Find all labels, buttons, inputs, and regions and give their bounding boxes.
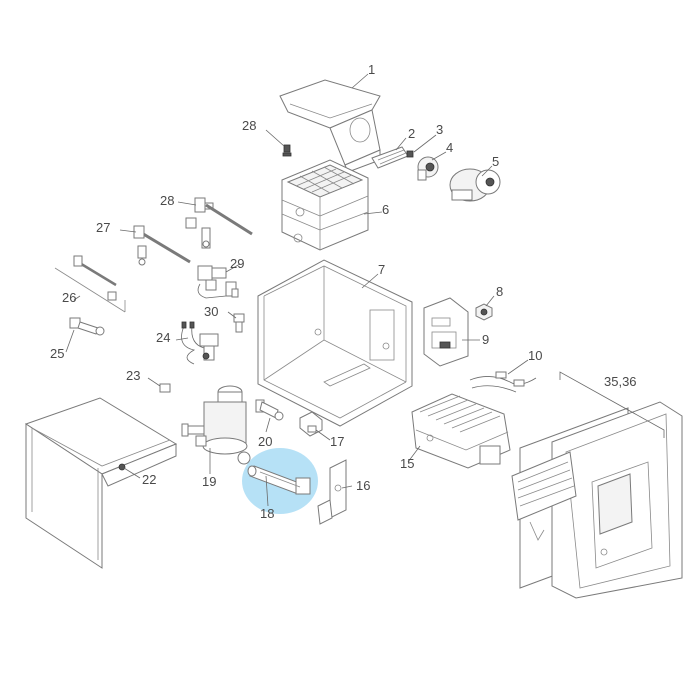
label-2: 2 (408, 126, 415, 141)
part-5-fan-motor[interactable] (449, 168, 501, 202)
part-20-fitting[interactable] (255, 399, 284, 421)
part-9-control-board[interactable] (423, 297, 469, 367)
label-17: 17 (330, 434, 344, 449)
part-labels: 1 2 3 4 5 28 28 6 27 29 7 8 26 30 9 24 1… (50, 62, 637, 521)
part-4-sensor[interactable] (417, 156, 439, 181)
label-23: 23 (126, 368, 140, 383)
label-6: 6 (382, 202, 389, 217)
label-7: 7 (378, 262, 385, 277)
part-8-nut[interactable] (475, 303, 493, 321)
part-6-heat-exchanger[interactable] (281, 159, 369, 251)
part-15-burner[interactable] (411, 393, 511, 469)
part-27-pipe[interactable] (133, 225, 191, 266)
label-28-top: 28 (242, 118, 256, 133)
label-15: 15 (400, 456, 414, 471)
label-28-mid: 28 (160, 193, 174, 208)
part-22-casing[interactable] (24, 397, 178, 569)
part-26-pipe[interactable] (54, 255, 126, 313)
part-10-wire-harness[interactable] (469, 371, 537, 393)
label-9: 9 (482, 332, 489, 347)
label-26: 26 (62, 290, 76, 305)
label-22: 22 (142, 472, 156, 487)
part-18-tube[interactable] (247, 465, 311, 495)
part-35-36-door-frame[interactable] (511, 401, 683, 599)
label-4: 4 (446, 140, 453, 155)
part-29-valve[interactable] (197, 265, 239, 299)
label-18: 18 (260, 506, 274, 521)
label-30: 30 (204, 304, 218, 319)
part-24-thermostat-wiring[interactable] (181, 321, 219, 365)
label-20: 20 (258, 434, 272, 449)
label-16: 16 (356, 478, 370, 493)
part-1-cover[interactable] (279, 79, 381, 173)
label-10: 10 (528, 348, 542, 363)
part-19-water-valve[interactable] (181, 385, 251, 465)
label-8: 8 (496, 284, 503, 299)
leader-lines (65, 73, 529, 507)
part-28-screw-top[interactable] (282, 144, 292, 157)
label-5: 5 (492, 154, 499, 169)
part-7-housing[interactable] (257, 259, 413, 427)
label-29: 29 (230, 256, 244, 271)
label-27: 27 (96, 220, 110, 235)
label-24: 24 (156, 330, 170, 345)
label-25: 25 (50, 346, 64, 361)
part-25-nozzle[interactable] (69, 317, 105, 336)
part-16-plate[interactable] (317, 459, 347, 525)
part-3-screw[interactable] (406, 150, 414, 158)
label-3: 3 (436, 122, 443, 137)
label-1: 1 (368, 62, 375, 77)
label-35-36: 35,36 (604, 374, 637, 389)
part-30-valve[interactable] (233, 313, 245, 333)
label-19: 19 (202, 474, 216, 489)
part-28-long-pipe[interactable] (205, 203, 253, 236)
part-23-clip[interactable] (159, 383, 171, 393)
